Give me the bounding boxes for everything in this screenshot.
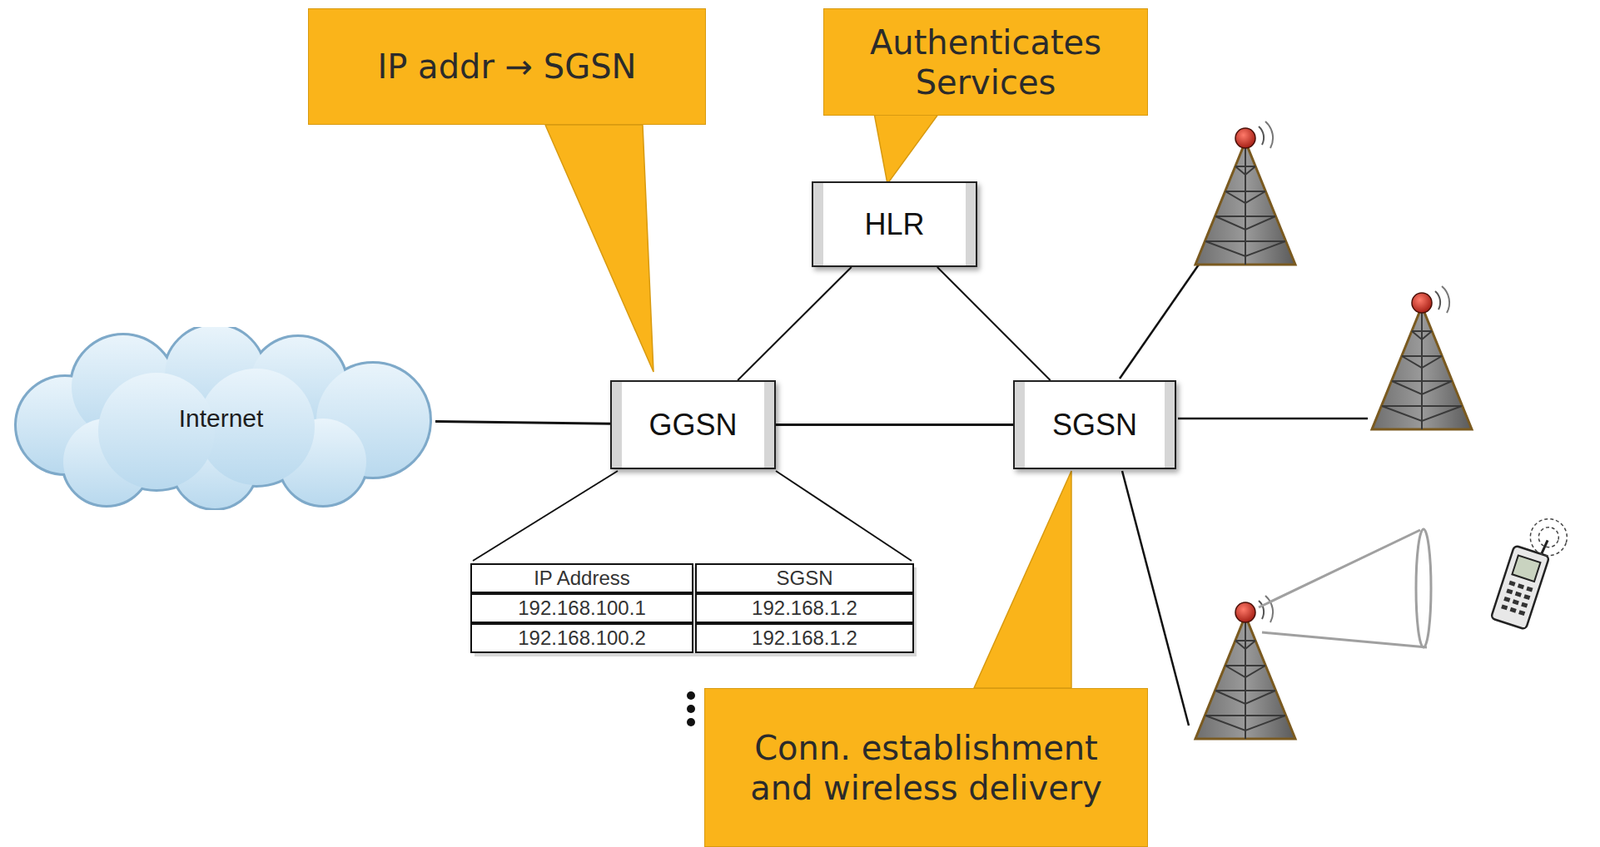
network-element: HLR: [811, 181, 978, 268]
network-link: [435, 421, 611, 424]
node-label: Authenticates Services: [840, 22, 1131, 103]
mobile-phone: [1490, 511, 1572, 634]
table-cell: 192.168.1.2: [695, 594, 914, 623]
network-link: [937, 267, 1051, 381]
callout-pointer: [874, 113, 940, 184]
callout-box: Authenticates Services: [823, 8, 1148, 116]
mapping-table: [471, 564, 917, 657]
callout-box: Conn. establishment and wireless deliver…: [704, 688, 1148, 847]
table-cell: 192.168.100.2: [471, 624, 693, 653]
node-label: SGSN: [1052, 407, 1138, 443]
node-label: Internet: [178, 404, 264, 433]
radio-beam: [1258, 529, 1432, 648]
network-element: SGSN: [1013, 380, 1177, 470]
node-label: HLR: [864, 207, 925, 243]
table-cell: 192.168.1.2: [695, 624, 914, 653]
network-link: [775, 423, 1014, 427]
table-header: IP Address: [471, 564, 693, 593]
network-element: GGSN: [610, 380, 776, 470]
node-label: IP addr → SGSN: [377, 46, 637, 87]
continuation-dots: [686, 691, 696, 727]
callout-pointer: [545, 124, 654, 373]
callout-box: IP addr → SGSN: [308, 8, 706, 125]
callout-pointer: [973, 471, 1072, 689]
table-leaders: [472, 471, 912, 562]
network-link: [737, 267, 852, 381]
node-label: GGSN: [648, 407, 737, 443]
table-header: SGSN: [695, 564, 914, 593]
table-cell: 192.168.100.1: [471, 594, 693, 623]
node-label: Conn. establishment and wireless deliver…: [721, 728, 1131, 809]
internet-cloud: Internet: [6, 327, 436, 511]
